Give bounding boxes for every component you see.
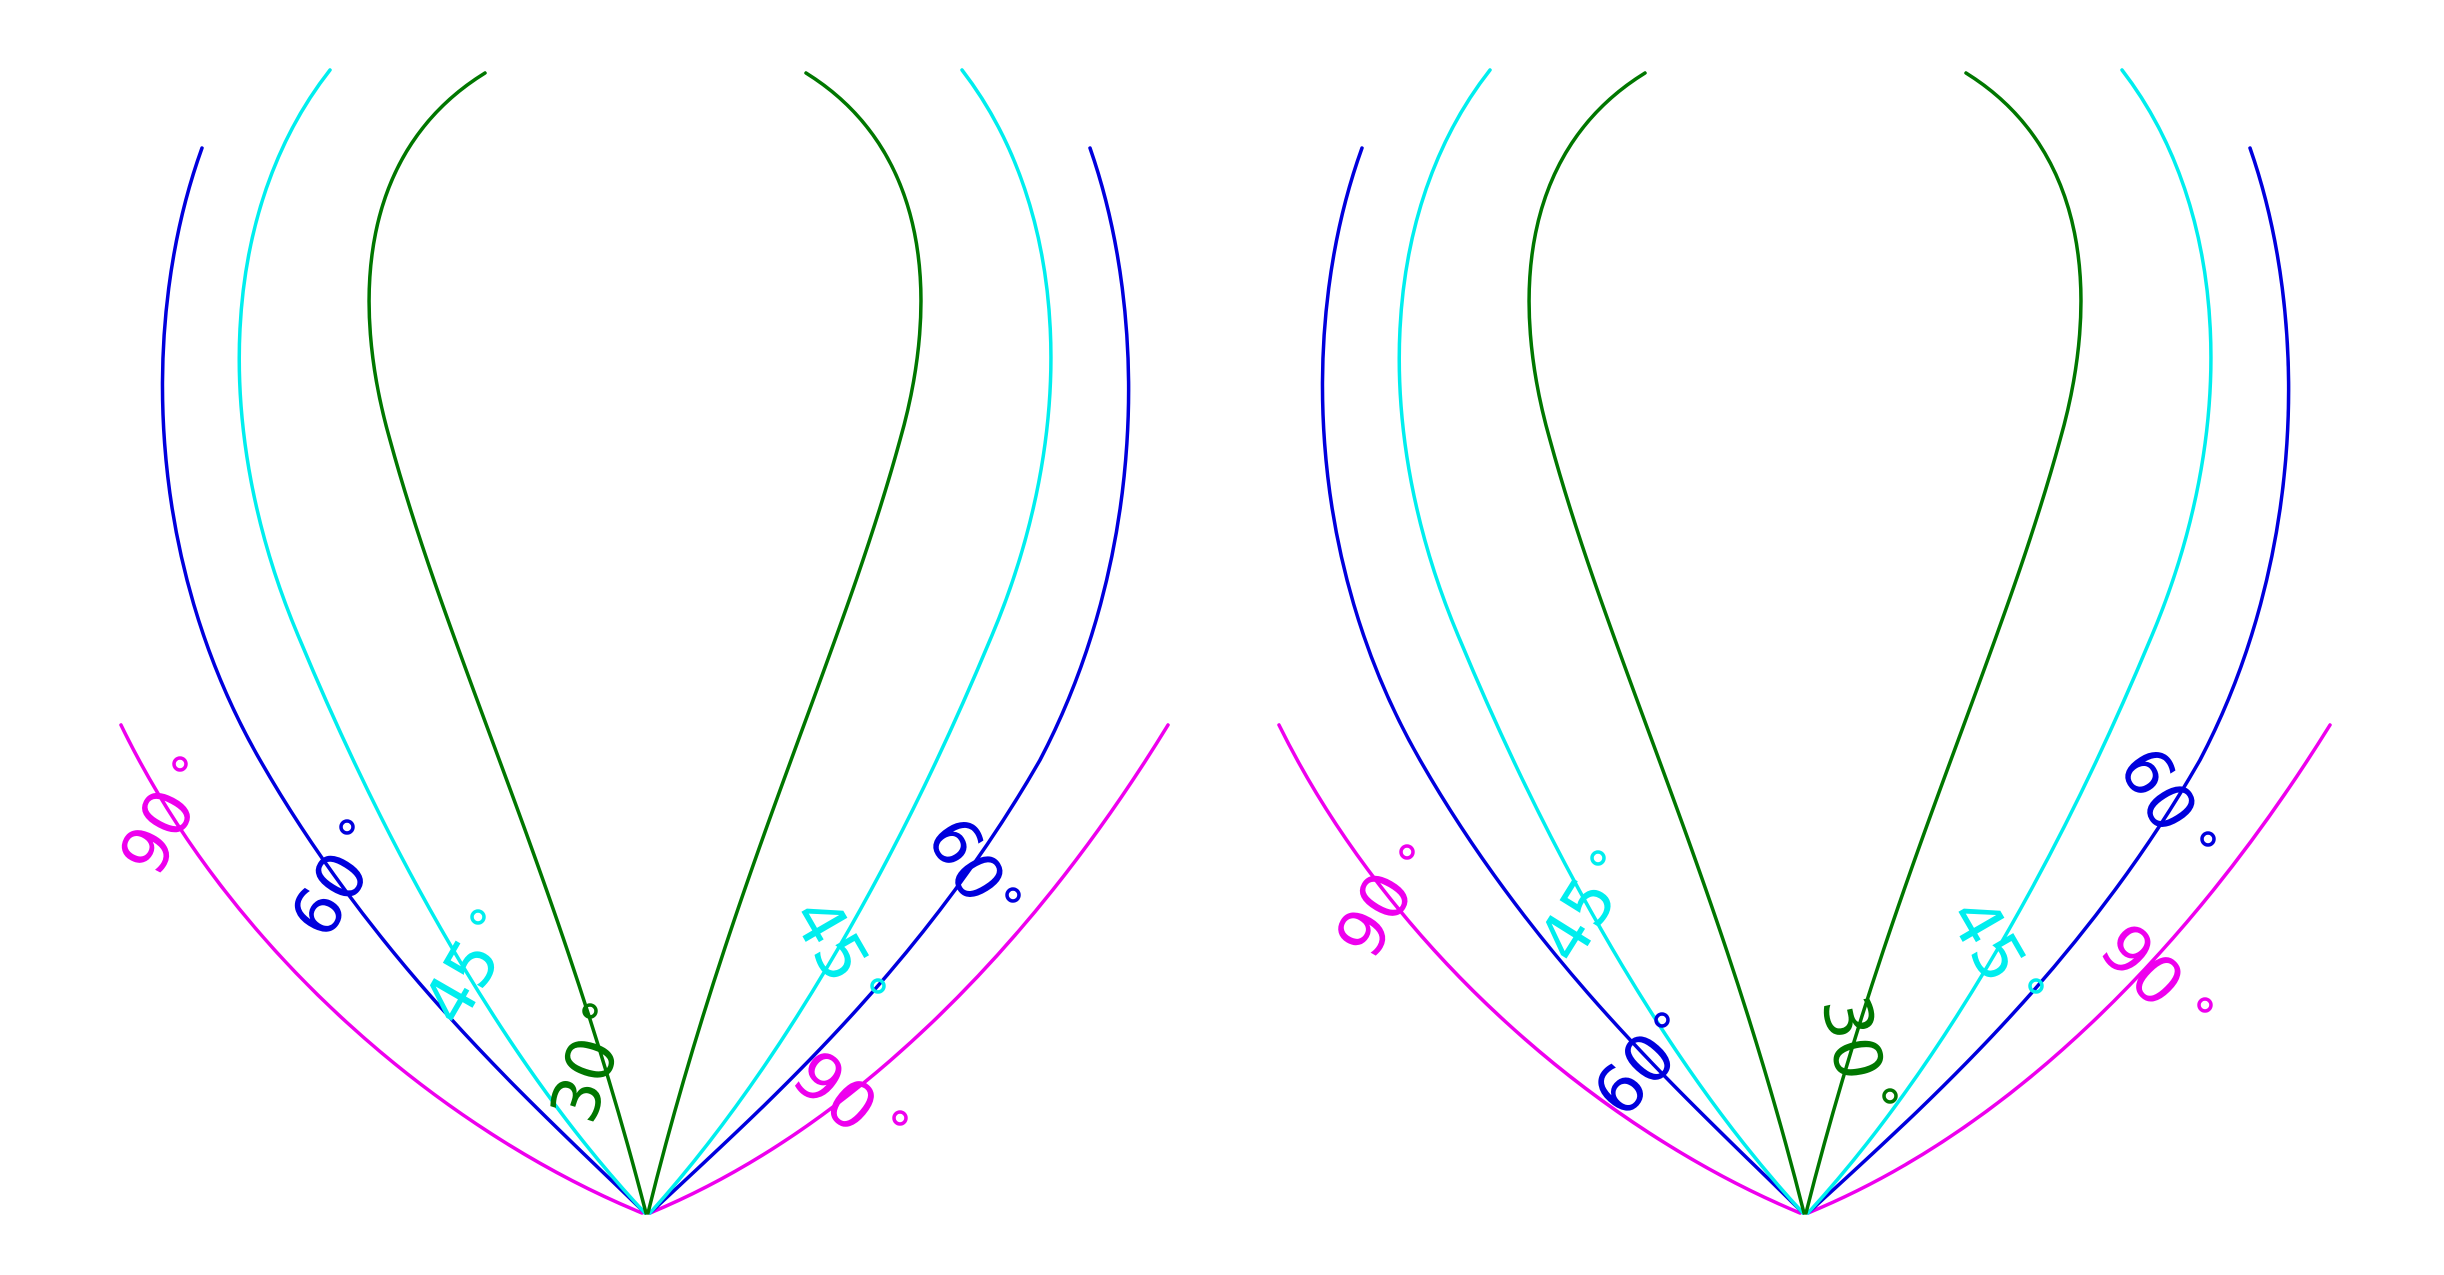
label-45-a-text: 45 — [407, 926, 516, 1037]
label-45-b: 45 — [776, 884, 885, 995]
curve-30-left — [367, 71, 648, 1215]
label-45-b-text: 45 — [776, 884, 885, 995]
label-90-b-text: 90 — [778, 1035, 892, 1148]
label-90-b: 90 — [778, 1035, 892, 1148]
degree-90-d — [2197, 997, 2213, 1013]
degree-45-c — [1590, 850, 1606, 866]
curve-45-right-r — [1806, 68, 2213, 1215]
label-30-c: 30 — [1806, 989, 1899, 1087]
curve-90-left — [119, 723, 644, 1215]
degree-30-c — [1882, 1088, 1898, 1104]
degree-30-a — [582, 1003, 598, 1019]
degree-45-d — [2028, 978, 2044, 994]
curve-30-right — [646, 71, 923, 1215]
curve-60-left — [160, 146, 647, 1215]
curve-45-left-r — [1397, 68, 1805, 1215]
label-90-c: 90 — [1320, 859, 1429, 970]
degree-90-a — [172, 756, 188, 772]
curve-30-left-r — [1527, 71, 1806, 1215]
degree-60-d — [2200, 831, 2216, 847]
label-90-a: 90 — [104, 777, 211, 887]
degree-60-b — [1005, 887, 1021, 903]
curve-60-right-r — [1806, 146, 2291, 1215]
curve-45-right — [648, 68, 1053, 1215]
label-60-c-text: 60 — [1578, 1018, 1691, 1132]
right-panel: 90 45 60 30 45 60 90 — [1277, 68, 2332, 1215]
curve-60-left-r — [1320, 146, 1805, 1215]
left-panel: 90 60 45 30 60 45 90 — [104, 68, 1170, 1215]
label-45-a: 45 — [407, 926, 516, 1037]
curve-90-right-r — [1806, 723, 2332, 1215]
label-60-d-text: 60 — [2104, 734, 2214, 846]
label-90-c-text: 90 — [1320, 859, 1429, 970]
curve-90-left-r — [1277, 723, 1802, 1215]
degree-45-b — [870, 978, 886, 994]
degree-60-c — [1654, 1012, 1670, 1028]
label-60-d: 60 — [2104, 734, 2214, 846]
degree-90-b — [892, 1110, 908, 1126]
label-45-c-text: 45 — [1523, 864, 1633, 976]
curve-60-right — [648, 146, 1131, 1215]
label-60-a: 60 — [275, 839, 385, 951]
label-45-c: 45 — [1523, 864, 1633, 976]
label-30-c-text: 30 — [1806, 989, 1899, 1087]
curve-45-left — [237, 68, 647, 1215]
degree-60-a — [339, 819, 355, 835]
degree-90-c — [1399, 844, 1415, 860]
degree-45-a — [470, 909, 486, 925]
label-60-c: 60 — [1578, 1018, 1691, 1132]
label-90-a-text: 90 — [104, 777, 211, 887]
curve-90-right — [648, 723, 1170, 1215]
label-60-a-text: 60 — [275, 839, 385, 951]
curve-30-right-r — [1804, 71, 2083, 1215]
